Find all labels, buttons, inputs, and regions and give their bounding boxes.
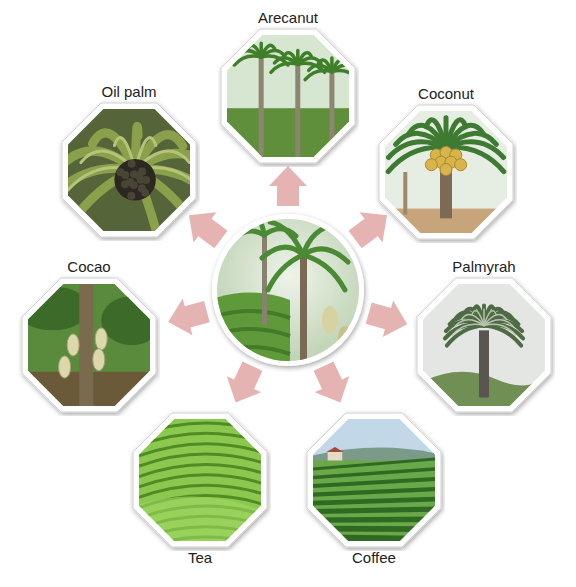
crop-node: Cocao [22,256,156,412]
octagon-frame [217,25,359,167]
crop-photo [22,278,156,412]
octagon-frame [18,274,160,416]
crop-node: Tea [133,413,267,569]
crop-node: Palmyrah [417,256,551,412]
crop-photo [379,105,513,239]
crop-label: Coconut [416,83,476,105]
octagon-frame [58,99,200,241]
octagon-frame [375,101,517,243]
crop-label: Tea [186,547,214,569]
crop-photo [307,413,441,547]
crop-label: Cocao [65,256,112,278]
crop-photo [133,413,267,547]
crop-photo [62,103,196,237]
crop-node: Coconut [379,83,513,239]
octagon-frame [129,409,271,551]
octagon-frame [303,409,445,551]
crop-node: Coffee [307,413,441,569]
crop-label: Oil palm [99,81,158,103]
crop-node: Arecanut [221,7,355,163]
octagon-frame [413,274,555,416]
crop-label: Arecanut [256,7,320,29]
flow-arrows [163,166,412,410]
crop-label: Palmyrah [450,256,517,278]
crop-node: Oil palm [62,81,196,237]
crop-photo [417,278,551,412]
crop-photo [221,29,355,163]
crop-label: Coffee [350,547,398,569]
